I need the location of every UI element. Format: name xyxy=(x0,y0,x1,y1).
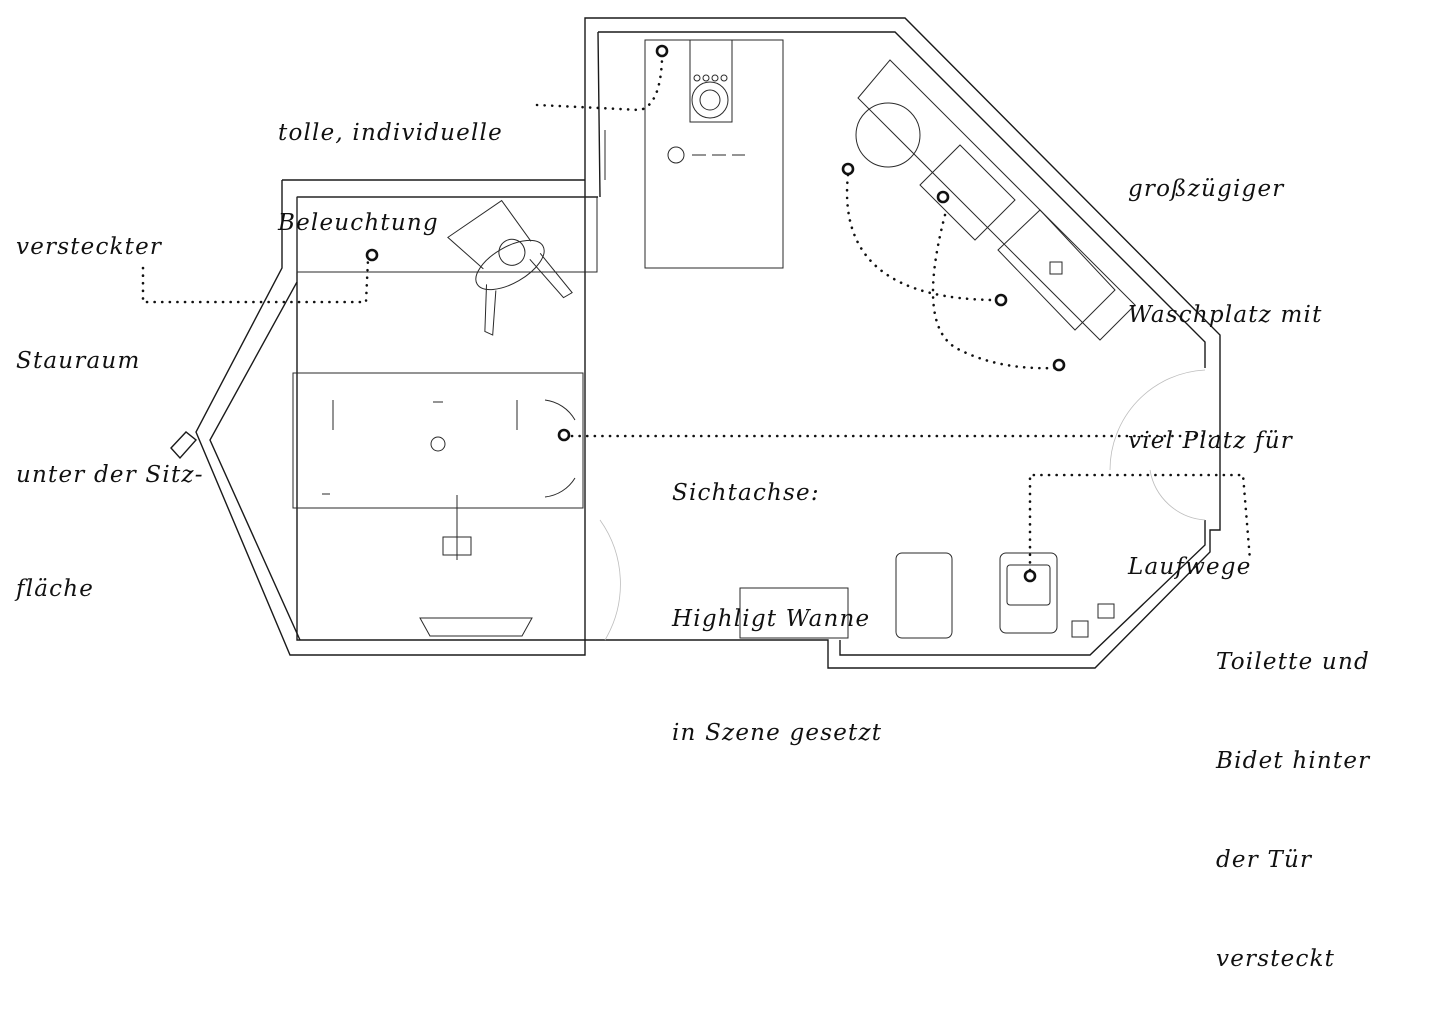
note-toilet-line-1: Toilette und xyxy=(1216,649,1370,675)
marker-wash-a xyxy=(841,162,855,176)
floor-plan xyxy=(141,17,1252,669)
note-toilet-line-4: versteckt xyxy=(1216,946,1336,972)
bench xyxy=(296,196,598,273)
marker-storage xyxy=(365,248,379,262)
leader-toilet xyxy=(1028,473,1252,572)
marker-wash-c xyxy=(994,293,1008,307)
note-sightline-line-2: Highligt Wanne xyxy=(672,606,871,632)
leader-lines xyxy=(141,58,1252,572)
marker-toilet xyxy=(1023,569,1037,583)
leader-wash-1 xyxy=(845,173,1000,302)
basin xyxy=(419,617,533,637)
marker-lighting xyxy=(655,44,669,58)
note-sightline: Sichtachse: Highligt Wanne in Szene gese… xyxy=(672,398,882,790)
person-figure xyxy=(447,199,573,336)
note-storage-line-2: Stauraum xyxy=(16,348,141,374)
door-arcs xyxy=(599,369,1206,641)
leader-lighting xyxy=(535,58,664,112)
note-lighting-line-1: tolle, individuelle xyxy=(278,120,503,146)
outer-wall xyxy=(195,17,1221,669)
note-sightline-line-1: Sichtachse: xyxy=(672,480,820,506)
leader-wash-2 xyxy=(931,213,1057,370)
left-window xyxy=(170,431,198,460)
note-lighting: tolle, individuelle Beleuchtung xyxy=(278,58,503,268)
leader-storage xyxy=(141,258,370,304)
sanitary-unit xyxy=(739,552,1115,639)
note-washplace-line-2: Waschplatz mit xyxy=(1128,302,1323,328)
note-sightline-line-3: in Szene gesetzt xyxy=(672,720,883,746)
note-toilet: Toilette und Bidet hinter der Tür verste… xyxy=(1216,580,1370,1009)
note-washplace: großzügiger Waschplatz mit viel Platz fü… xyxy=(1128,84,1323,630)
note-storage: versteckter Stauraum unter der Sitz- flä… xyxy=(16,152,204,646)
bathtub xyxy=(292,372,584,560)
annotation-markers xyxy=(365,44,1066,583)
note-storage-line-3: unter der Sitz- xyxy=(16,462,204,488)
lower-right-wall xyxy=(839,520,1206,656)
shower xyxy=(604,39,784,269)
note-toilet-line-3: der Tür xyxy=(1216,847,1313,873)
vanity xyxy=(855,59,1136,341)
note-washplace-line-1: großzügiger xyxy=(1128,176,1285,202)
note-storage-line-4: fläche xyxy=(16,576,95,602)
note-storage-line-1: versteckter xyxy=(16,234,163,260)
note-washplace-line-3: viel Platz für xyxy=(1128,428,1293,454)
marker-wash-d xyxy=(1052,358,1066,372)
note-lighting-line-2: Beleuchtung xyxy=(278,210,439,236)
marker-bathtub xyxy=(557,428,571,442)
note-toilet-line-2: Bidet hinter xyxy=(1216,748,1371,774)
marker-wash-b xyxy=(936,190,950,204)
note-washplace-line-4: Laufwege xyxy=(1128,554,1252,580)
